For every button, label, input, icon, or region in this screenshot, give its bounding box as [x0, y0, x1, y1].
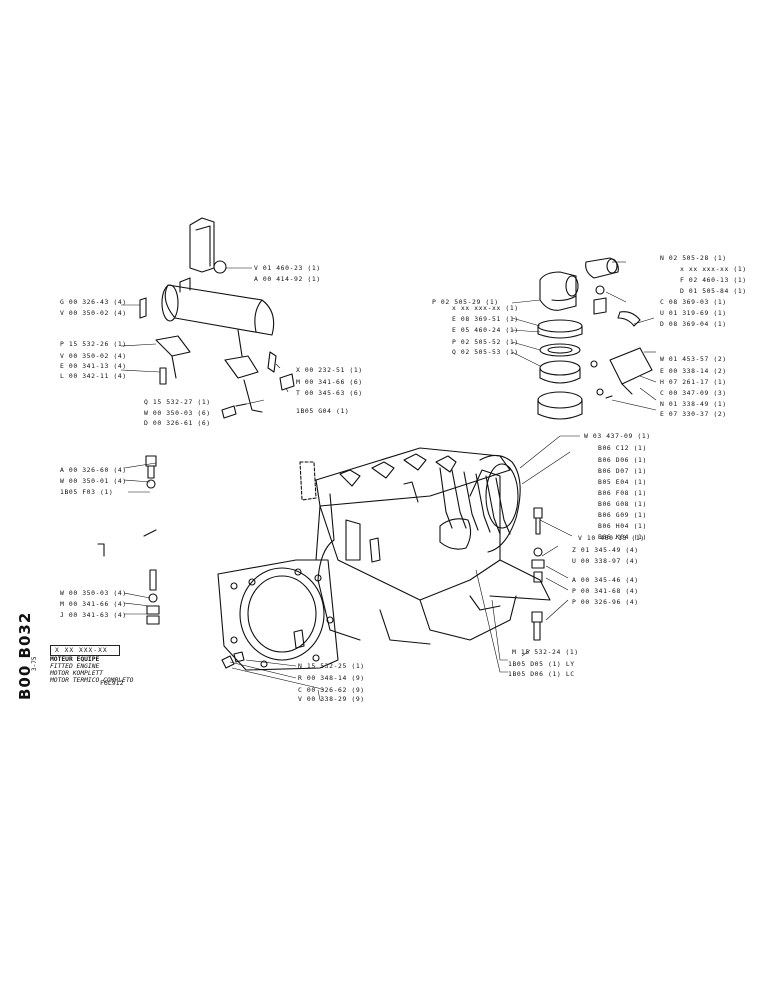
- label-u00-338-97: U 00 338-97 (4): [572, 557, 639, 565]
- label-b05-d06: 1B05 D06 (1) LC: [508, 670, 575, 678]
- label-v00-350-02-top: V 00 350-02 (4): [60, 309, 127, 317]
- label-v10-460-13: V 10 460-13 (1): [578, 534, 645, 542]
- label-p02-505-52: P 02 505-52 (1): [452, 338, 519, 346]
- part-code: X XX XXX-XX: [50, 645, 120, 656]
- label-b06-g09: B06 G09 (1): [598, 511, 647, 519]
- label-p00-341-68: P 00 341-68 (4): [572, 587, 639, 595]
- label-x-xx-xxx-2: x xx xxx-xx (1): [452, 304, 519, 312]
- label-b05-f03: 1B05 F03 (1): [60, 488, 114, 496]
- label-w03-437-09: W 03 437-09 (1): [584, 432, 651, 440]
- label-q02-505-53: Q 02 505-53 (1): [452, 348, 519, 356]
- label-d01-505-84: D 01 505-84 (1): [680, 287, 747, 295]
- label-e00-338-14: E 00 338-14 (2): [660, 367, 727, 375]
- label-p15-532-26: P 15 532-26 (1): [60, 340, 127, 348]
- label-a00-326-60: A 00 326-60 (4): [60, 466, 127, 474]
- title-fr: MOTEUR EQUIPE: [50, 656, 100, 663]
- label-w01-453-57: W 01 453-57 (2): [660, 355, 727, 363]
- sheet-date: 3-75: [31, 656, 38, 671]
- title-en: FITTED ENGINE: [50, 663, 100, 670]
- engine-block: [299, 447, 551, 645]
- label-a00-345-46: A 00 345-46 (4): [572, 576, 639, 584]
- label-d00-326-61: D 00 326-61 (6): [144, 419, 211, 427]
- label-e00-341-13: E 00 341-13 (4): [60, 362, 127, 370]
- label-z01-345-49: Z 01 345-49 (4): [572, 546, 639, 554]
- label-b05-g04: 1B05 G04 (1): [296, 407, 350, 415]
- label-q15-532-27: Q 15 532-27 (1): [144, 398, 211, 406]
- label-v01-460-23: V 01 460-23 (1): [254, 264, 321, 272]
- label-b06-k04: B06 K04 (1): [598, 533, 647, 541]
- label-c08-369-03: C 08 369-03 (1): [660, 298, 727, 306]
- label-v00-350-02: V 00 350-02 (4): [60, 352, 127, 360]
- air-filter-assembly: [537, 257, 653, 420]
- right-mounting-hardware: [531, 507, 545, 641]
- label-w00-350-03: W 00 350-03 (4): [60, 589, 127, 597]
- label-e08-369-51: E 08 369-51 (1): [452, 315, 519, 323]
- label-d08-369-04: D 08 369-04 (1): [660, 320, 727, 328]
- label-b06-h04: B06 H04 (1): [598, 522, 647, 530]
- flywheel-housing: [217, 559, 339, 671]
- label-c00-326-62: C 00 326-62 (9): [298, 686, 365, 694]
- label-a00-414-92: A 00 414-92 (1): [254, 275, 321, 283]
- label-e05-460-24: E 05 460-24 (1): [452, 326, 519, 334]
- label-x00-232-51: X 00 232-51 (1): [296, 366, 363, 374]
- muffler-assembly: [139, 217, 295, 419]
- label-h07-261-17: H 07 261-17 (1): [660, 378, 727, 386]
- left-mounting-hardware: [97, 455, 160, 625]
- label-x-xx-xxx-top: x xx xxx-xx (1): [680, 265, 747, 273]
- label-e07-330-37: E 07 330-37 (2): [660, 410, 727, 418]
- label-n15-532-25: N 15 532-25 (1): [298, 662, 365, 670]
- label-b06-d07: B06 D07 (1): [598, 467, 647, 475]
- label-p00-326-96: P 00 326-96 (4): [572, 598, 639, 606]
- label-m00-341-66: M 00 341-66 (6): [296, 378, 363, 386]
- label-r00-348-14: R 00 348-14 (9): [298, 674, 365, 682]
- title-de: MOTOR KOMPLETT: [50, 670, 104, 677]
- label-b06-f08: B06 F08 (1): [598, 489, 647, 497]
- label-f02-460-13: F 02 460-13 (1): [680, 276, 747, 284]
- label-w00-350-03-muffler: W 00 350-03 (6): [144, 409, 211, 417]
- label-g00-326-43: G 00 326-43 (4): [60, 298, 127, 306]
- label-n01-338-49: N 01 338-49 (1): [660, 400, 727, 408]
- label-m15-532-24: M 15 532-24 (1): [512, 648, 579, 656]
- engine-model: F6L912: [100, 679, 124, 687]
- label-v00-338-29: V 00 338-29 (9): [298, 695, 365, 703]
- label-b05-e04: B05 E04 (1): [598, 478, 647, 486]
- label-l00-342-11: L 00 342-11 (4): [60, 372, 127, 380]
- title-block: X XX XXX-XX MOTEUR EQUIPE FITTED ENGINE …: [50, 645, 150, 684]
- label-b06-g08: B06 G08 (1): [598, 500, 647, 508]
- label-u01-319-69: U 01 319-69 (1): [660, 309, 727, 317]
- label-m00-341-66-left: M 00 341-66 (4): [60, 600, 127, 608]
- label-b06-d06: B06 D06 (1): [598, 456, 647, 464]
- label-b06-c12: B06 C12 (1): [598, 444, 647, 452]
- label-c00-347-09: C 00 347-09 (3): [660, 389, 727, 397]
- label-t00-345-63: T 00 345-63 (6): [296, 389, 363, 397]
- label-n02-505-28: N 02 505-28 (1): [660, 254, 727, 262]
- title-it: MOTOR TERMICO COMPLETO: [50, 677, 134, 684]
- label-p02-505-29: P 02 505-29 (1): [432, 298, 499, 306]
- housing-bolts: [221, 651, 245, 669]
- label-b05-d05: 1B05 D05 (1) LY: [508, 660, 575, 668]
- label-w00-350-01: W 00 350-01 (4): [60, 477, 127, 485]
- label-j00-341-63: J 00 341-63 (4): [60, 611, 127, 619]
